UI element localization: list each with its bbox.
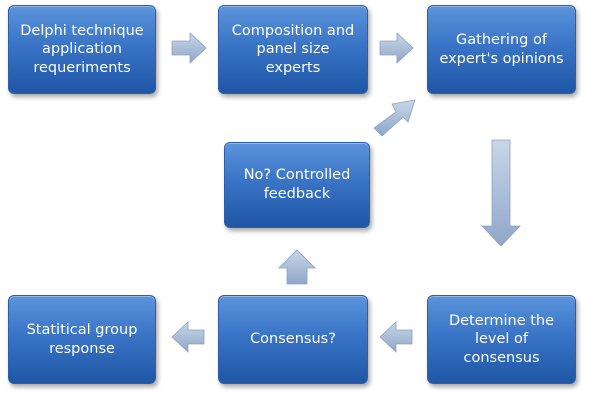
step-delphi-requirements: Delphi technique application requeriment… [8, 5, 156, 94]
step-composition-panel: Composition and panel size experts [218, 5, 368, 94]
arrow-up [278, 249, 316, 285]
step-feedback-label: No? Controlled feedback [243, 167, 351, 202]
step-determine-consensus: Determine the level of consensus [427, 295, 576, 384]
step-determine-label: Determine the level of consensus [448, 312, 555, 366]
step-controlled-feedback: No? Controlled feedback [224, 142, 370, 228]
step-delphi-label: Delphi technique application requeriment… [20, 22, 144, 76]
step-consensus-label: Consensus? [250, 331, 336, 348]
arrow-diagonal [373, 99, 416, 137]
step-statistical-response: Statitical group response [8, 295, 156, 384]
arrow-left-2 [171, 321, 205, 353]
arrow-right-2 [379, 32, 414, 64]
step-consensus-check: Consensus? [218, 295, 368, 384]
arrow-left-1 [379, 321, 413, 353]
step-composition-label: Composition and panel size experts [231, 22, 355, 76]
arrow-down [481, 139, 521, 247]
step-gathering-label: Gathering of expert's opinions [439, 31, 564, 67]
arrow-right-1 [171, 32, 207, 64]
step-gathering-opinions: Gathering of expert's opinions [427, 5, 576, 94]
step-statistical-label: Statitical group response [26, 321, 138, 357]
